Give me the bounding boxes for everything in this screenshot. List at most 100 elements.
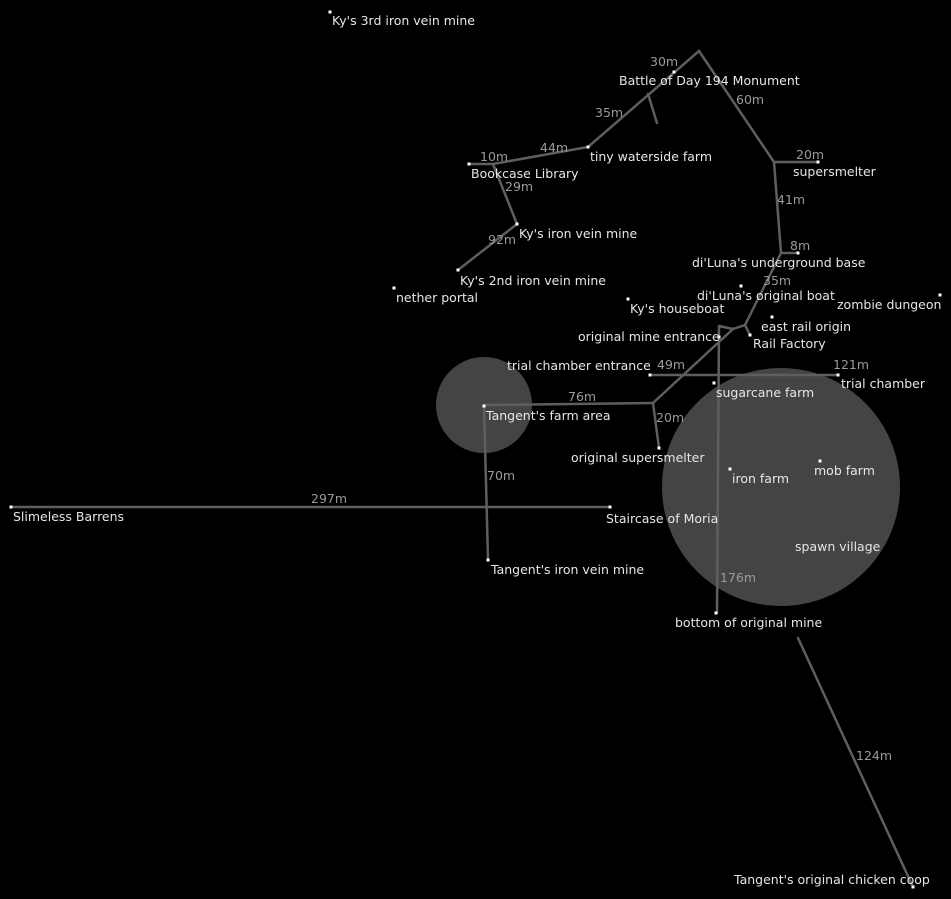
route-chicken-coop xyxy=(796,636,915,889)
place-marker[interactable]: Ky's houseboat xyxy=(626,297,725,317)
place-marker[interactable]: Ky's 2nd iron vein mine xyxy=(456,268,607,289)
place-marker[interactable]: iron farm xyxy=(728,467,790,487)
distance-label: 70m xyxy=(487,468,515,483)
place-label: Ky's iron vein mine xyxy=(519,226,638,241)
place-dot[interactable] xyxy=(626,297,630,301)
place-dot[interactable] xyxy=(728,467,732,471)
distance-label: 29m xyxy=(505,179,533,194)
place-marker[interactable]: Tangent's original chicken coop xyxy=(733,872,930,889)
place-dot[interactable] xyxy=(586,145,590,149)
place-label: Bookcase Library xyxy=(471,166,579,181)
place-label: zombie dungeon xyxy=(837,297,941,312)
place-label: original supersmelter xyxy=(571,450,705,465)
place-dot[interactable] xyxy=(456,268,460,272)
place-dot[interactable] xyxy=(467,162,471,166)
place-dot[interactable] xyxy=(748,333,752,337)
place-marker[interactable]: sugarcane farm xyxy=(712,381,815,401)
place-marker[interactable]: Staircase of Moria xyxy=(606,505,718,527)
place-label: di'Luna's original boat xyxy=(697,288,835,303)
place-dot[interactable] xyxy=(818,459,822,463)
place-marker[interactable]: original mine entrance xyxy=(578,329,721,344)
route-battle-branch xyxy=(646,92,659,125)
place-dot[interactable] xyxy=(739,284,743,288)
place-label: tiny waterside farm xyxy=(590,149,712,164)
place-marker[interactable]: zombie dungeon xyxy=(837,293,942,313)
place-label: original mine entrance xyxy=(578,329,720,344)
place-marker[interactable]: spawn village xyxy=(795,539,881,554)
place-dot[interactable] xyxy=(717,335,721,339)
place-marker[interactable]: Bookcase Library xyxy=(467,162,580,182)
place-marker[interactable]: Slimeless Barrens xyxy=(9,505,125,525)
place-dot[interactable] xyxy=(770,315,774,319)
place-dot[interactable] xyxy=(796,251,800,255)
place-marker[interactable]: Ky's 3rd iron vein mine xyxy=(328,10,476,29)
place-label: Staircase of Moria xyxy=(606,511,718,526)
place-marker[interactable]: trial chamber entrance xyxy=(507,358,652,377)
place-label: Rail Factory xyxy=(753,336,826,351)
place-marker[interactable]: Tangent's iron vein mine xyxy=(486,558,645,578)
place-dot[interactable] xyxy=(657,446,661,450)
place-dot[interactable] xyxy=(392,286,396,290)
distance-label: 76m xyxy=(568,389,596,404)
place-label: Tangent's iron vein mine xyxy=(490,562,644,577)
place-label: supersmelter xyxy=(793,164,877,179)
zone-spawn-area xyxy=(662,368,900,606)
distance-label: 60m xyxy=(736,92,764,107)
place-dot[interactable] xyxy=(328,10,332,14)
place-label: bottom of original mine xyxy=(675,615,822,630)
place-marker[interactable]: mob farm xyxy=(814,459,875,479)
place-label: nether portal xyxy=(396,290,478,305)
place-marker[interactable]: di'Luna's underground base xyxy=(692,251,866,271)
distance-label: 20m xyxy=(656,410,684,425)
place-label: mob farm xyxy=(814,463,875,478)
place-dot[interactable] xyxy=(486,558,490,562)
place-dot[interactable] xyxy=(9,505,13,509)
place-dot[interactable] xyxy=(836,373,840,377)
place-label: Tangent's farm area xyxy=(485,408,611,423)
place-label: trial chamber entrance xyxy=(507,358,651,373)
place-label: Ky's houseboat xyxy=(630,301,725,316)
place-marker[interactable]: bottom of original mine xyxy=(675,611,822,631)
place-label: spawn village xyxy=(795,539,881,554)
place-label: Tangent's original chicken coop xyxy=(733,872,930,887)
place-marker[interactable]: Battle of Day 194 Monument xyxy=(619,70,800,89)
place-marker[interactable]: Tangent's farm area xyxy=(482,404,611,424)
place-dot[interactable] xyxy=(712,381,716,385)
place-label: sugarcane farm xyxy=(716,385,814,400)
place-marker[interactable]: nether portal xyxy=(392,286,479,306)
route-to-junction xyxy=(651,327,735,405)
place-dot[interactable] xyxy=(714,611,718,615)
place-marker[interactable]: trial chamber xyxy=(836,373,926,392)
place-label: trial chamber xyxy=(841,376,926,391)
place-dot[interactable] xyxy=(672,70,676,74)
distance-label: 121m xyxy=(833,357,869,372)
distance-label: 8m xyxy=(790,238,810,253)
place-marker[interactable]: supersmelter xyxy=(793,160,877,180)
distance-label: 41m xyxy=(777,192,805,207)
distance-label: 20m xyxy=(796,147,824,162)
place-dot[interactable] xyxy=(816,160,820,164)
place-marker[interactable]: Rail Factory xyxy=(748,333,827,352)
place-dot[interactable] xyxy=(482,404,486,408)
place-dot[interactable] xyxy=(648,373,652,377)
distance-label: 35m xyxy=(595,105,623,120)
place-dot[interactable] xyxy=(911,885,915,889)
place-dot[interactable] xyxy=(938,293,942,297)
place-marker[interactable]: Ky's iron vein mine xyxy=(515,222,638,242)
place-marker[interactable]: di'Luna's original boat xyxy=(697,284,835,304)
place-marker[interactable]: original supersmelter xyxy=(571,446,705,466)
place-dot[interactable] xyxy=(515,222,519,226)
distance-label: 124m xyxy=(856,748,892,763)
place-dot[interactable] xyxy=(608,505,612,509)
place-marker[interactable]: east rail origin xyxy=(761,315,851,335)
place-marker[interactable]: tiny waterside farm xyxy=(586,145,713,165)
place-label: east rail origin xyxy=(761,319,851,334)
distance-label: 35m xyxy=(763,273,791,288)
distance-label: 176m xyxy=(720,570,756,585)
place-label: di'Luna's underground base xyxy=(692,255,866,270)
place-label: Battle of Day 194 Monument xyxy=(619,73,800,88)
distance-label: 49m xyxy=(657,357,685,372)
